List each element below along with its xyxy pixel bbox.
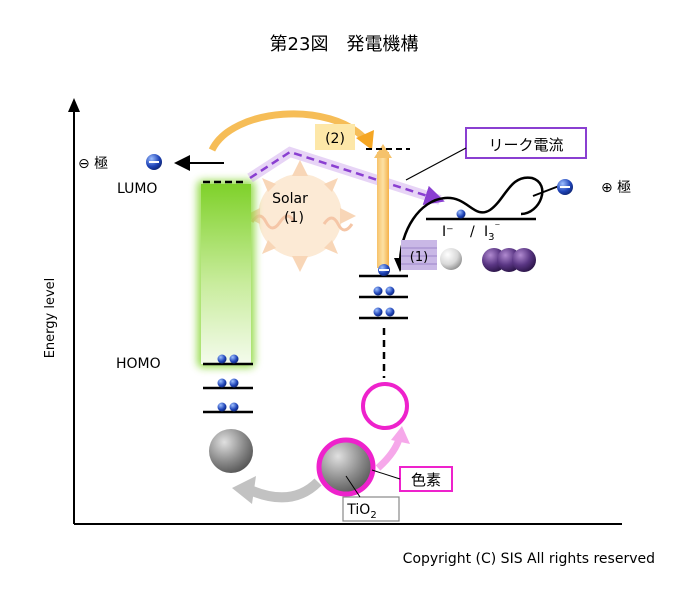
- step2-box: [315, 124, 355, 150]
- redox-curve-tail: [532, 185, 560, 197]
- step1-right-label: (1): [410, 250, 428, 265]
- dye-label: 色素: [411, 471, 441, 489]
- triiodide-label: I3⁻: [484, 220, 501, 243]
- electrolyte-electron: [456, 209, 466, 219]
- dye-circle-excited: [361, 382, 409, 430]
- solar-step-label: (1): [284, 210, 304, 226]
- dye-callout-line: [371, 469, 401, 480]
- homo-label: HOMO: [116, 356, 161, 372]
- lumo-label: LUMO: [117, 181, 157, 197]
- excitation-beam: [377, 152, 389, 268]
- return-arrow: [248, 478, 322, 503]
- leak-current-box: [465, 127, 587, 159]
- solar-label: Solar: [272, 191, 308, 207]
- electron-icon-minus-pole: [146, 154, 162, 170]
- triiodide-balls: [482, 248, 536, 272]
- tio2-subscript: 2: [370, 510, 376, 521]
- tio2-label-box: [342, 496, 400, 522]
- leak-current-label: リーク電流: [488, 136, 563, 154]
- leak-current-arrow: [249, 150, 445, 205]
- slash-label: /: [470, 224, 475, 240]
- leak-callout-line: [405, 147, 467, 181]
- return-arrowhead: [232, 476, 256, 504]
- step1-right-box: [401, 240, 437, 270]
- y-axis-label: Energy level: [43, 278, 58, 359]
- tio2-band: [201, 184, 251, 364]
- redox-curve: [398, 176, 544, 265]
- step2-label: (2): [325, 131, 345, 147]
- figure-title: 第23図 発電機構: [270, 34, 419, 55]
- step2-arrowhead: [356, 130, 374, 150]
- dye-energy-levels: [359, 264, 408, 320]
- tio2-ball-left: [209, 429, 253, 473]
- electron-icon-plus-pole: [557, 179, 573, 195]
- triiodide-sup: ⁻: [495, 220, 501, 233]
- dye-excite-arrowhead: [391, 426, 410, 444]
- iodide-label: I⁻: [442, 224, 454, 240]
- tio2-label: TiO2: [346, 502, 376, 521]
- y-axis-arrowhead: [68, 98, 80, 112]
- triiodide-base: I: [484, 224, 488, 240]
- excitation-beam-tip: [374, 144, 392, 158]
- iodide-text: I⁻: [442, 224, 454, 240]
- dye-circle-ground: [316, 437, 376, 497]
- sun-icon: [244, 160, 356, 272]
- plus-pole-label: ⊕ 極: [601, 180, 631, 196]
- triiodide-sub: 3: [488, 232, 494, 243]
- minus-pole-label: ⊖ 極: [78, 156, 108, 172]
- tio2-base: TiO: [346, 502, 370, 518]
- copyright-text: Copyright (C) SIS All rights reserved: [403, 551, 655, 567]
- left-energy-levels: [203, 354, 253, 414]
- tio2-callout-line: [345, 475, 361, 498]
- iodide-ball: [440, 248, 462, 270]
